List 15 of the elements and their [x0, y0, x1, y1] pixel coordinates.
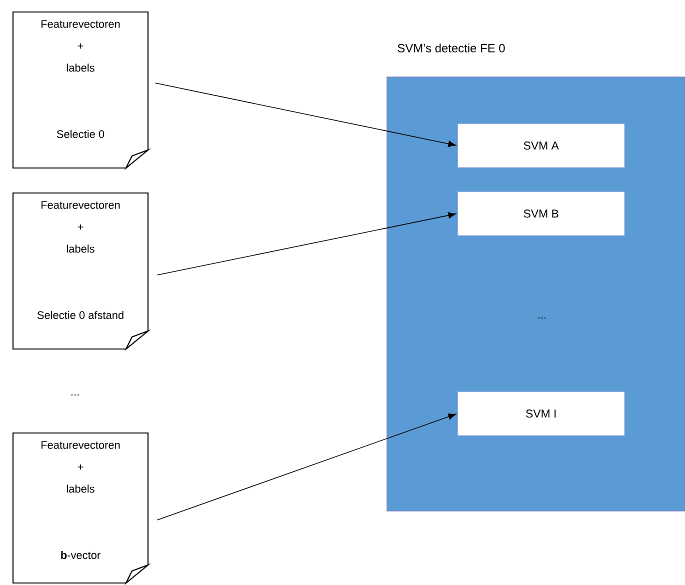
- document-text: Featurevectoren + labels: [42, 441, 120, 493]
- document-text: b-vector: [61, 550, 100, 560]
- arrow: [154, 82, 456, 147]
- document-text: Selectie 0 afstand: [37, 310, 124, 320]
- document-text: Selectie 0: [56, 130, 104, 138]
- arrow: [156, 212, 456, 276]
- document-text: Featurevectoren + labels: [42, 201, 120, 253]
- document-text: Featurevectoren + labels: [42, 20, 120, 72]
- svm-box: SVM A: [457, 123, 625, 168]
- svm-box: SVM B: [457, 191, 625, 236]
- svm-box: SVM I: [457, 391, 625, 436]
- arrow: [156, 413, 456, 520]
- panel-title: SVM’s detectie FE 0: [398, 44, 505, 52]
- ellipsis-text: ...: [71, 394, 79, 396]
- ellipsis-text: ...: [538, 317, 546, 319]
